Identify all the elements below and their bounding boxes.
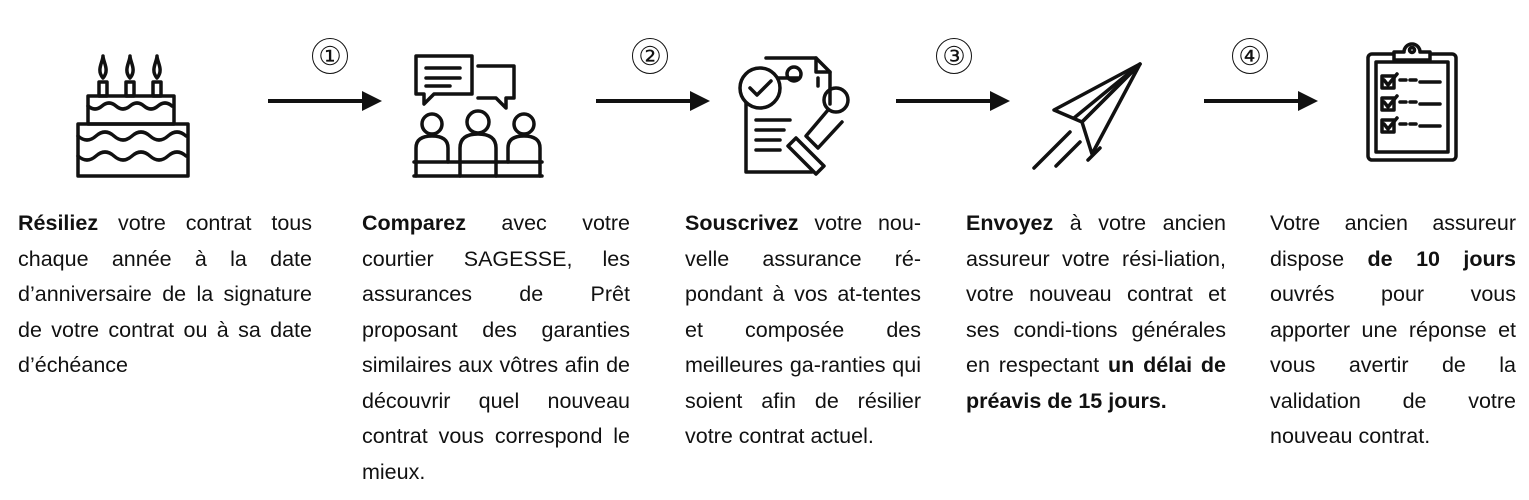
step-0-keyword: Résiliez — [18, 211, 99, 235]
step-text-4: Votre ancien assureur dispose de 10 jour… — [1270, 206, 1516, 455]
signed-document-stamp-icon — [732, 54, 856, 178]
step-number-3: ③ — [936, 38, 972, 74]
step-text-2: Souscrivez votre nou-velle assurance ré-… — [685, 206, 921, 455]
step-4-description-end: ouvrés pour vous apporter une réponse et… — [1270, 282, 1516, 448]
step-text-0: Résiliez votre contrat tous chaque année… — [18, 206, 312, 384]
birthday-cake-icon — [70, 52, 196, 180]
step-number-1: ① — [312, 38, 348, 74]
step-text-3: Envoyez à votre ancien assureur votre ré… — [966, 206, 1226, 419]
step-1-keyword: Comparez — [362, 211, 466, 235]
step-4-delay: de 10 jours — [1367, 246, 1516, 271]
step-0-description: votre contrat tous chaque année à la dat… — [18, 211, 312, 377]
step-1-description: avec votre courtier SAGESSE, les assuran… — [362, 211, 630, 484]
arrow-step-3: ③ — [896, 38, 1010, 122]
step-2-description: votre nou-velle assurance ré-pondant à v… — [685, 211, 921, 448]
step-text-1: Comparez avec votre courtier SAGESSE, le… — [362, 206, 630, 490]
checklist-clipboard-icon — [1364, 40, 1460, 164]
step-2-keyword: Souscrivez — [685, 211, 799, 235]
paper-plane-icon — [1030, 60, 1146, 170]
step-3-description: à votre ancien assureur votre rési-liati… — [966, 211, 1226, 377]
step-number-4: ④ — [1232, 38, 1268, 74]
step-3-deadline: un délai de préavis de 15 jours. — [966, 353, 1226, 413]
step-3-keyword: Envoyez — [966, 211, 1054, 235]
meeting-discussion-icon — [412, 52, 544, 178]
step-number-2: ② — [632, 38, 668, 74]
arrow-step-2: ② — [596, 38, 710, 122]
arrow-step-4: ④ — [1204, 38, 1318, 122]
step-4-description-start: Votre ancien assureur dispose — [1270, 211, 1516, 271]
arrow-step-1: ① — [268, 38, 382, 122]
